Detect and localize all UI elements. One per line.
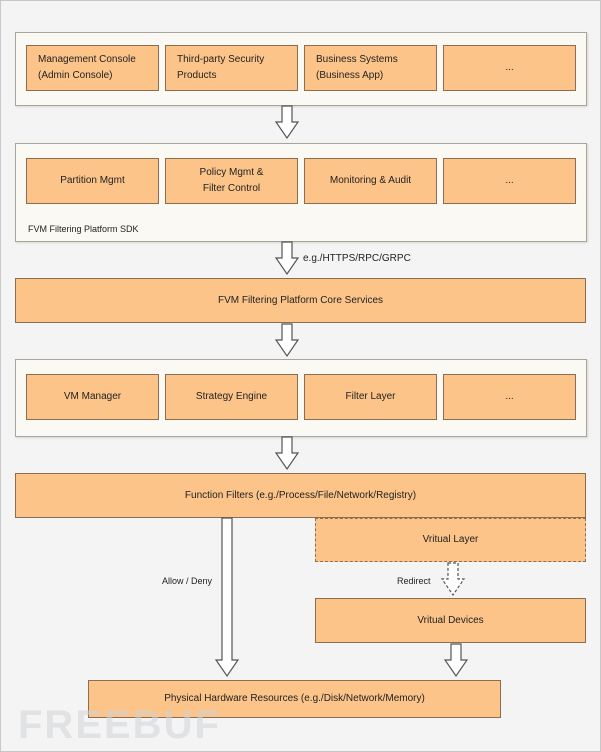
arrow-redirect [440, 562, 466, 597]
vm-manager-box: VM Manager [26, 374, 159, 420]
arrow-sdk-to-core [274, 241, 300, 276]
strategy-engine-box: Strategy Engine [165, 374, 298, 420]
arrow-apps-to-sdk [274, 105, 300, 140]
arrow-devices-to-hardware [443, 643, 469, 678]
virtual-layer-box: Vritual Layer [315, 518, 586, 562]
third-party-security-box: Third-party Security Products [165, 45, 298, 91]
policy-mgmt-box: Policy Mgmt & Filter Control [165, 158, 298, 204]
physical-hardware-box: Physical Hardware Resources (e.g./Disk/N… [88, 680, 501, 718]
arrow-core-to-engine [274, 323, 300, 358]
business-systems-box: Business Systems (Business App) [304, 45, 437, 91]
management-console-box: Management Console (Admin Console) [26, 45, 159, 91]
virtual-devices-box: Vritual Devices [315, 598, 586, 643]
sdk-label: FVM Filtering Platform SDK [28, 224, 139, 234]
partition-mgmt-box: Partition Mgmt [26, 158, 159, 204]
freebuf-watermark-logo: FREEBUF [18, 703, 221, 747]
arrow-engine-to-filters [274, 436, 300, 471]
more-apps-box: ... [443, 45, 576, 91]
function-filters-box: Function Filters (e.g./Process/File/Netw… [15, 473, 586, 518]
core-services-box: FVM Filtering Platform Core Services [15, 278, 586, 323]
protocol-label: e.g./HTTPS/RPC/GRPC [303, 253, 411, 264]
more-sdk-box: ... [443, 158, 576, 204]
allow-deny-label: Allow / Deny [162, 576, 213, 586]
redirect-label: Redirect [397, 576, 431, 586]
monitoring-audit-box: Monitoring & Audit [304, 158, 437, 204]
more-engine-box: ... [443, 374, 576, 420]
filter-layer-box: Filter Layer [304, 374, 437, 420]
arrow-allow-deny [214, 517, 240, 678]
